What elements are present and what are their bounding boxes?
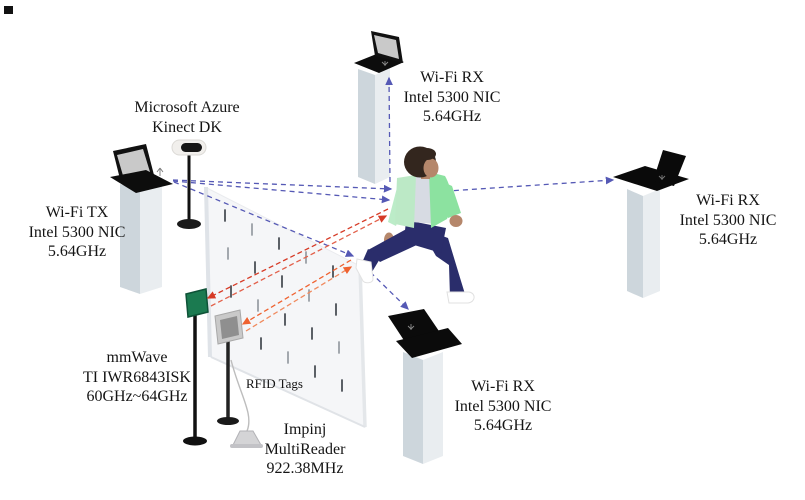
signal-person-to-rx-right (417, 176, 615, 194)
label-line: Wi-Fi RX (420, 69, 484, 86)
label-line: Microsoft Azure (134, 99, 240, 116)
label-line: 5.64GHz (473, 417, 533, 435)
label-line: Intel 5300 NIC (454, 397, 552, 415)
wifi-tx-label: Wi-Fi TX Intel 5300 NIC 5.64GHz (7, 203, 147, 262)
person-figure (355, 146, 475, 304)
rfid-reader-icon (230, 430, 263, 448)
impinj-label: Impinj MultiReader 922.38MHz (235, 420, 375, 479)
kinect-label: Microsoft Azure Kinect DK (107, 98, 267, 137)
laptop-icon (354, 31, 404, 73)
wifi-rx-top-pillar (354, 31, 404, 184)
label-line: 922.38MHz (266, 460, 344, 478)
signal-tx-to-person-1 (172, 179, 393, 193)
label-line: Wi-Fi RX (696, 192, 760, 209)
label-line: 5.64GHz (422, 108, 482, 126)
label-line: Wi-Fi RX (471, 378, 535, 395)
label-line: Kinect DK (152, 118, 222, 136)
wifi-rx-bottom-pillar (388, 309, 462, 464)
laptop-icon (388, 309, 462, 358)
wifi-rx-right-label: Wi-Fi RX Intel 5300 NIC 5.64GHz (658, 191, 798, 250)
signal-mmwave-to-person (210, 215, 388, 307)
laptop-icon (110, 144, 173, 193)
label-line: TI IWR6843ISK (83, 368, 191, 386)
label-line: 60GHz~64GHz (86, 388, 188, 406)
laptop-icon (613, 150, 689, 191)
mmwave-label: mmWave TI IWR6843ISK 60GHz~64GHz (67, 348, 207, 407)
antenna-icon (381, 61, 389, 66)
label-line: Intel 5300 NIC (403, 88, 501, 106)
rfid-antenna-icon (214, 309, 244, 425)
reader-cable (230, 359, 250, 432)
antenna-icon (156, 167, 164, 176)
signal-person-to-rfid (241, 259, 352, 325)
label-line: Intel 5300 NIC (679, 211, 777, 229)
antenna-icon (407, 324, 415, 330)
signal-tx-to-person-2 (172, 180, 391, 204)
wifi-rx-right-pillar (613, 150, 689, 298)
label-line: 5.64GHz (698, 231, 758, 249)
rfid-tags-label: RFID Tags (246, 376, 303, 392)
label-line: Wi-Fi TX (45, 204, 109, 221)
label-line: mmWave (106, 349, 168, 366)
wifi-rx-top-label: Wi-Fi RX Intel 5300 NIC 5.64GHz (382, 68, 522, 127)
label-line: Intel 5300 NIC (28, 223, 126, 241)
signal-rfid-to-person (245, 266, 353, 332)
wifi-rx-bottom-label: Wi-Fi RX Intel 5300 NIC 5.64GHz (433, 377, 573, 436)
signal-person-to-mmwave (206, 208, 389, 299)
mmwave-radar-icon (183, 288, 209, 446)
wifi-tx-pillar (110, 144, 173, 294)
kinect-camera-icon (171, 139, 207, 229)
corner-artifact (4, 6, 13, 14)
label-line: 5.64GHz (47, 243, 107, 261)
label-line: MultiReader (264, 440, 346, 458)
label-line: RFID Tags (246, 376, 303, 391)
label-line: Impinj (283, 421, 327, 438)
antenna-icon (658, 175, 666, 180)
